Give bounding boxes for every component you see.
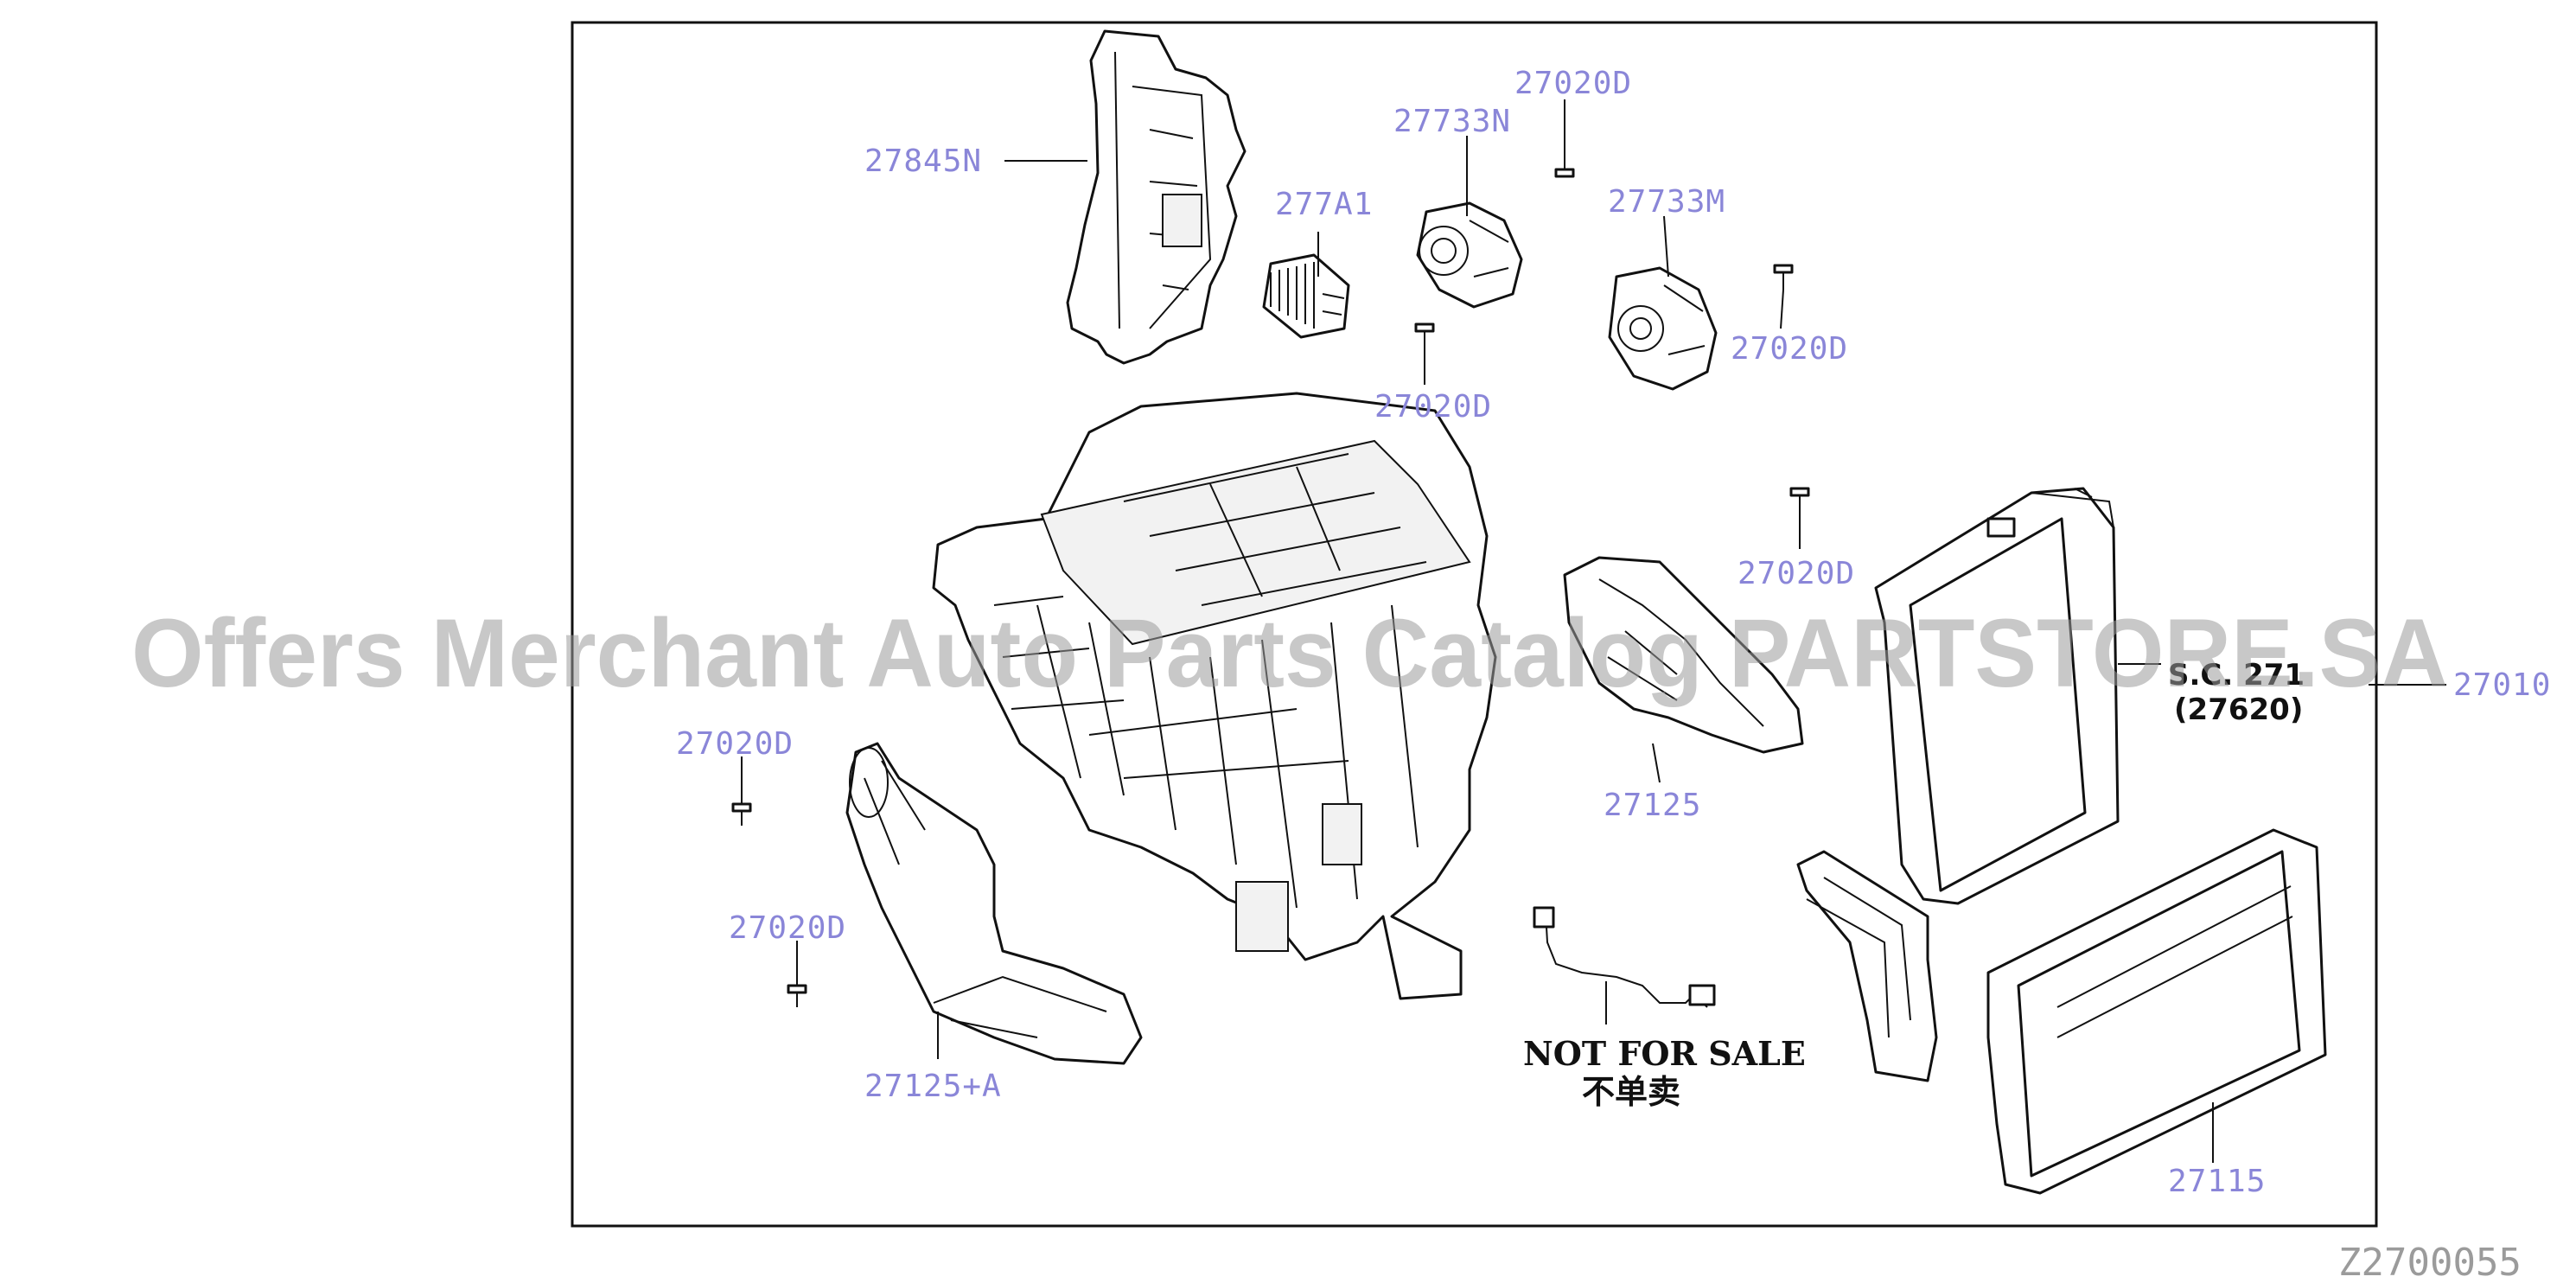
not-for-sale-note-zh: 不单卖 bbox=[1582, 1072, 1680, 1111]
diagram-frame bbox=[571, 21, 2378, 1228]
part-27845N-duct-cover[interactable] bbox=[1066, 29, 1247, 365]
part-27125-cover[interactable] bbox=[1563, 556, 1804, 754]
label-27020D-mid-right: 27020D bbox=[1731, 331, 1848, 367]
screw-27020D-top[interactable] bbox=[1554, 147, 1575, 178]
sc-reference-line1: S.C. 271 bbox=[2168, 658, 2305, 693]
part-27733M-actuator[interactable] bbox=[1608, 266, 1718, 391]
label-27020D-left1: 27020D bbox=[676, 726, 794, 762]
label-27733N: 27733N bbox=[1393, 104, 1511, 139]
screw-27020D-right[interactable] bbox=[1789, 487, 1810, 510]
screw-27020D-left1[interactable] bbox=[731, 802, 752, 826]
part-27115-heater-core[interactable] bbox=[1796, 828, 2327, 1195]
screw-27020D-left2[interactable] bbox=[787, 984, 807, 1007]
sc-reference-line2: (27620) bbox=[2174, 693, 2303, 727]
label-277A1: 277A1 bbox=[1275, 187, 1373, 222]
label-27020D-mid: 27020D bbox=[1374, 389, 1492, 424]
label-27115: 27115 bbox=[2168, 1164, 2266, 1199]
part-27010-evaporator[interactable] bbox=[1874, 487, 2120, 905]
screw-27020D-mid[interactable] bbox=[1414, 322, 1435, 350]
label-27010: 27010 bbox=[2453, 667, 2551, 703]
part-wire-harness[interactable] bbox=[1533, 906, 1716, 1008]
label-27125: 27125 bbox=[1604, 788, 1701, 823]
label-27733M: 27733M bbox=[1608, 184, 1725, 220]
watermark-text: Offers Merchant Auto Parts Catalog PARTS… bbox=[131, 599, 2448, 707]
part-277A1-resistor[interactable] bbox=[1262, 253, 1350, 339]
label-27020D-left2: 27020D bbox=[729, 910, 846, 946]
diagram-code: Z2700055 bbox=[2338, 1241, 2522, 1283]
screw-27020D-mid-right[interactable] bbox=[1773, 264, 1794, 290]
label-27125A: 27125+A bbox=[864, 1069, 1002, 1104]
label-27020D-top: 27020D bbox=[1514, 66, 1632, 101]
not-for-sale-note: NOT FOR SALE bbox=[1523, 1034, 1806, 1073]
part-27733N-actuator[interactable] bbox=[1416, 201, 1523, 309]
part-27125A-cover[interactable] bbox=[845, 742, 1143, 1065]
label-27020D-right: 27020D bbox=[1738, 556, 1855, 591]
label-27845N: 27845N bbox=[864, 144, 982, 179]
part-hvac-housing[interactable] bbox=[932, 392, 1497, 1000]
